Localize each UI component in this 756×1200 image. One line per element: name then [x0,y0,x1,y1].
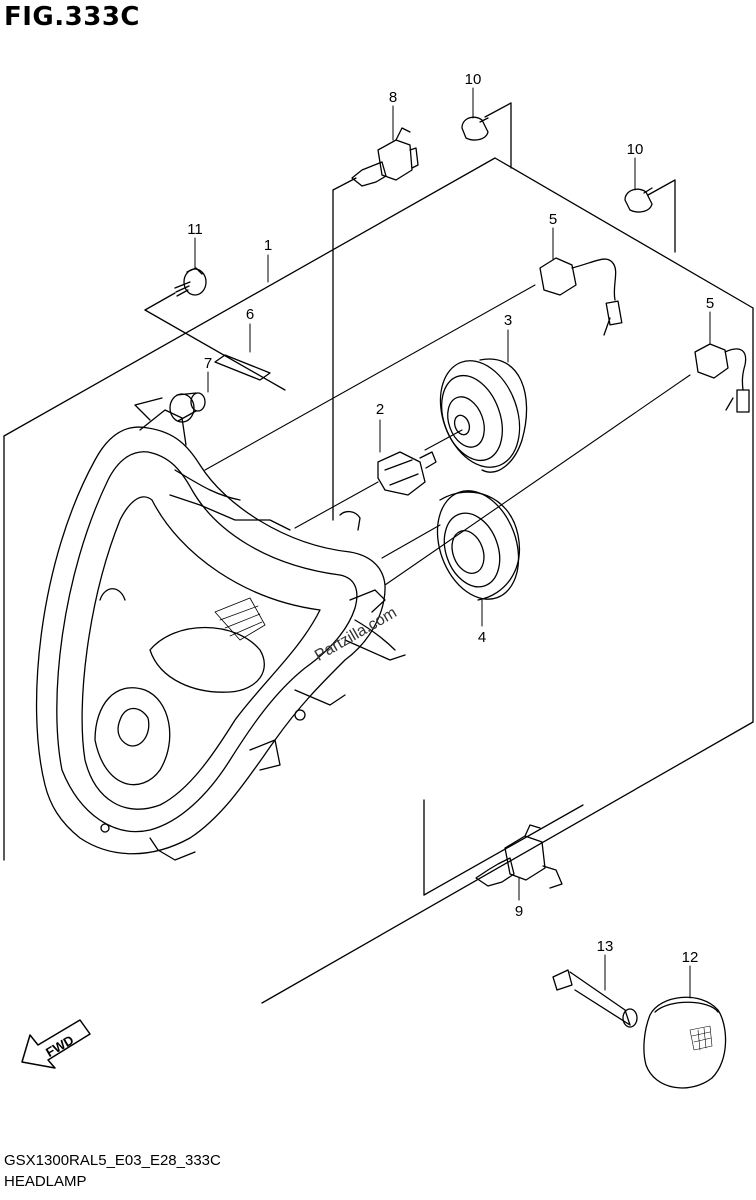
label-plate [214,354,271,381]
callout-1: 1 [264,237,272,254]
rubber-cap [436,490,520,601]
callout-3: 3 [504,312,512,329]
wedge-bulb-upper [461,116,489,141]
callout-6: 6 [246,306,254,323]
figure-code: GSX1300RAL5_E03_E28_333C [4,1152,221,1169]
leader-lines [204,284,691,586]
callout-10-lower: 10 [627,141,644,158]
callout-11: 11 [187,221,203,238]
fwd-arrow-icon [21,1019,91,1069]
position-lamp-socket-upper [539,257,623,336]
bulb-socket [377,451,437,496]
callout-4: 4 [478,629,486,646]
lens-disc [643,996,727,1089]
callout-leaders [194,87,711,999]
headlight-bulb-upper [351,127,419,187]
callout-12: 12 [682,949,699,966]
figure-name: HEADLAMP [4,1173,87,1190]
assembly-box-outline [3,102,754,1004]
callout-5-lower: 5 [706,295,714,312]
fwd-label: FWD [43,1032,76,1060]
callout-5-upper: 5 [549,211,557,228]
grommet [169,392,206,423]
callout-10-upper: 10 [465,71,482,88]
callout-13: 13 [597,938,614,955]
reflector-ring [439,358,528,473]
headlight-bulb-lower [475,824,563,889]
callout-2: 2 [376,401,384,418]
position-lamp-socket-lower [694,343,750,413]
bolt-spacer [552,969,638,1028]
callout-9: 9 [515,903,523,920]
callout-7: 7 [204,355,212,372]
callout-8: 8 [389,89,397,106]
screw [174,267,207,297]
headlamp-housing [35,397,406,861]
wedge-bulb-lower [624,187,653,213]
figure-title: FIG.333C [4,2,141,32]
